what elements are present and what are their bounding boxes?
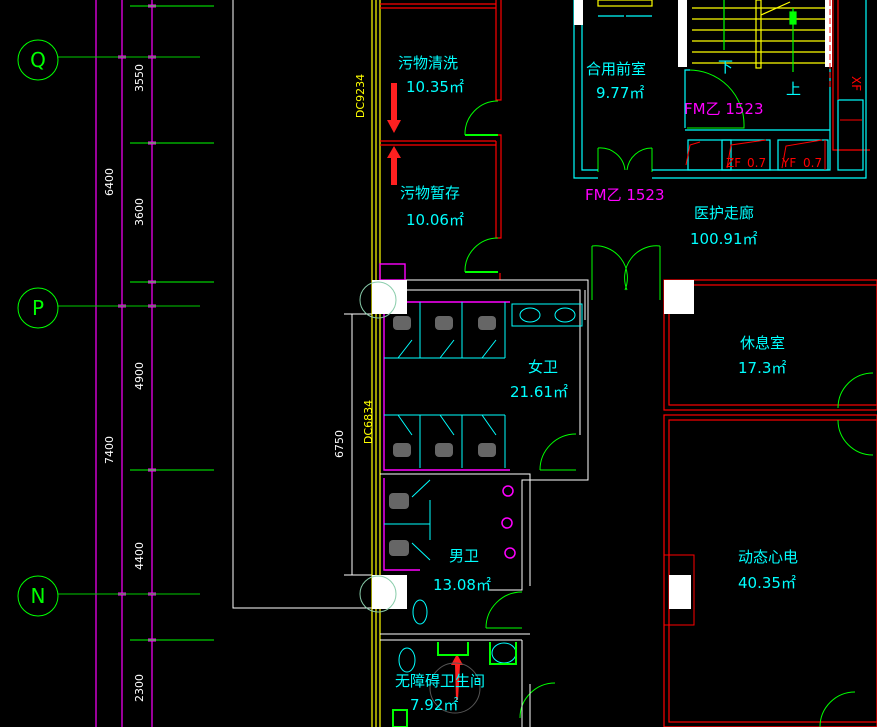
room-name: 医护走廊 — [694, 204, 754, 222]
room-name: 污物暂存 — [400, 184, 460, 202]
shaft-label: XF — [849, 76, 863, 91]
room-name: 合用前室 — [586, 60, 646, 78]
toilets-gray — [389, 316, 496, 556]
wall-tag: DC9234 — [354, 74, 367, 118]
stair-treads — [597, 0, 825, 69]
room-area: 10.06㎡ — [406, 211, 464, 229]
room-area: 40.35㎡ — [738, 574, 796, 592]
room-area: 13.08㎡ — [433, 576, 491, 594]
stair-up-label: 上 — [786, 80, 801, 98]
dimension-text: 3550 — [133, 64, 146, 92]
toilet-block — [380, 279, 589, 727]
dimension-text: 7400 — [103, 436, 116, 464]
column-wall — [663, 554, 695, 626]
dimension-text: 4900 — [133, 362, 146, 390]
dimension-text: 6400 — [103, 168, 116, 196]
stair-walls-white — [574, 0, 832, 67]
stair-down-label: 下 — [718, 58, 733, 76]
shaft-label: YF — [781, 156, 796, 170]
shaft-value: 0.7 — [803, 156, 822, 170]
axis-label: Q — [30, 48, 46, 72]
wall-yellow — [371, 0, 381, 727]
wall-tag: DC6834 — [362, 400, 375, 444]
dimension-text: 6750 — [333, 430, 346, 458]
urinals — [501, 485, 516, 559]
shaft-value: 0.7 — [747, 156, 766, 170]
door-tag: FM乙 1523 — [684, 100, 764, 118]
room-name: 男卫 — [449, 547, 479, 565]
room-area: 10.35㎡ — [406, 78, 464, 96]
stair-arrows — [723, 0, 797, 72]
room-name: 女卫 — [528, 358, 558, 376]
room-area: 100.91㎡ — [690, 230, 758, 248]
axis-bubble-n: N — [17, 575, 59, 617]
grid-lines — [58, 5, 214, 641]
axis-bubble-q: Q — [17, 39, 59, 81]
door-tag: FM乙 1523 — [585, 186, 665, 204]
room-area: 7.92㎡ — [410, 696, 458, 714]
stair-core — [573, 0, 867, 179]
arrows — [387, 83, 463, 700]
column-circles — [359, 281, 397, 613]
dimension-text: 3600 — [133, 198, 146, 226]
room-area: 9.77㎡ — [596, 84, 644, 102]
dimension-lines — [95, 0, 156, 727]
room-area: 17.3㎡ — [738, 359, 786, 377]
room-name: 无障碍卫生间 — [395, 672, 485, 690]
shaft-label: ZF — [726, 156, 741, 170]
axis-label: P — [32, 296, 44, 320]
room-name: 动态心电 — [738, 548, 798, 566]
shaft-marks — [685, 0, 862, 170]
axis-label: N — [31, 584, 46, 608]
turning-circle — [429, 662, 481, 714]
outline — [232, 0, 372, 609]
door-swings — [464, 69, 874, 727]
room-name: 污物清洗 — [398, 54, 458, 72]
room-name: 休息室 — [740, 334, 785, 352]
accessible-fixtures — [392, 642, 517, 727]
dimension-text: 2300 — [133, 674, 146, 702]
walls-red — [380, 0, 877, 727]
dimension-text: 4400 — [133, 542, 146, 570]
room-area: 21.61㎡ — [510, 383, 568, 401]
axis-bubble-p: P — [17, 287, 59, 329]
